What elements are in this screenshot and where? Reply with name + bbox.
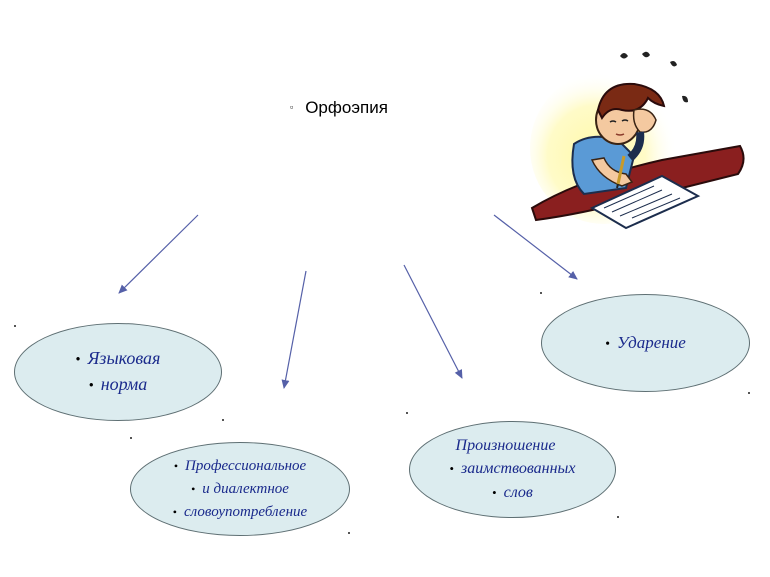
title-text: Орфоэпия (305, 98, 388, 117)
node-norm-line-2: •норма (88, 374, 148, 394)
node-prof-line-1: •Профессиональное (173, 457, 307, 474)
node-pron-line-1: Произношение (455, 437, 556, 454)
node-stress-line-1: •Ударение (605, 332, 686, 352)
diagram-title: ▫ Орфоэпия (290, 98, 388, 118)
node-pronunciation: Произношение •заимствованных •слов (409, 421, 616, 518)
speck (14, 325, 16, 327)
arrow-to-prof (281, 270, 307, 389)
node-language-norm: •Языковая •норма (14, 323, 222, 421)
node-prof-line-3: •словоупотребление (172, 503, 308, 520)
speck (540, 292, 542, 294)
arrow-to-pron (403, 264, 463, 379)
node-prof-line-2: •и диалектное (191, 480, 289, 497)
node-pron-line-2: •заимствованных (449, 460, 576, 477)
node-pron-line-3: •слов (492, 484, 533, 501)
speck (406, 412, 408, 414)
speck (130, 437, 132, 439)
speck (348, 532, 350, 534)
speck (748, 392, 750, 394)
arrow-to-stress (493, 214, 578, 280)
node-stress: •Ударение (541, 294, 750, 392)
speck (617, 516, 619, 518)
title-bullet: ▫ (290, 101, 294, 112)
student-writing-icon (530, 51, 745, 230)
node-professional-usage: •Профессиональное •и диалектное •словоуп… (130, 442, 350, 536)
arrow-to-norm (118, 214, 199, 294)
speck (222, 419, 224, 421)
node-norm-line-1: •Языковая (75, 348, 161, 368)
